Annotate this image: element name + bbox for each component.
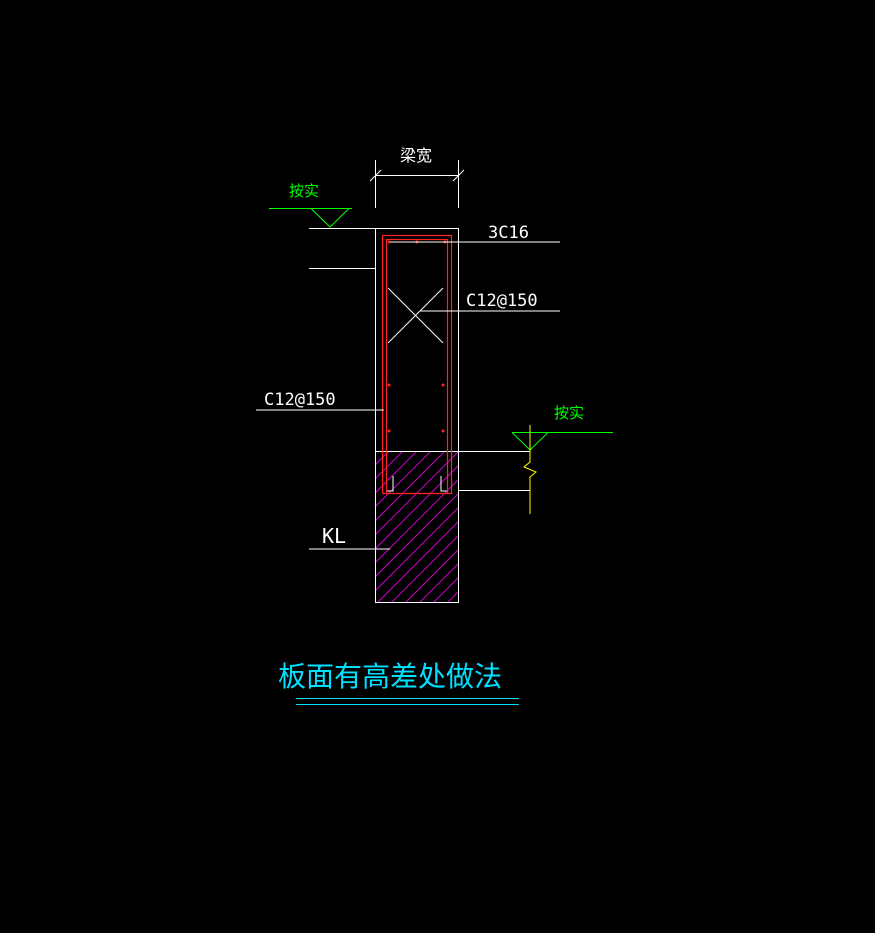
rebar-dots: [387, 240, 447, 433]
top-bars-label: 3C16: [488, 223, 529, 243]
beam-width-label: 梁宽: [400, 146, 432, 165]
hatch-line: [503, 451, 655, 603]
rebar-cage: [381, 234, 453, 495]
hatch-line: [418, 562, 459, 603]
hatch-line: [587, 451, 739, 603]
beam-width-dimension: [369, 160, 465, 208]
hatch-line: [375, 451, 404, 480]
elevation-marker-left: [269, 208, 352, 228]
hatch-line: [559, 451, 711, 603]
elevation-label-left: 按实: [289, 182, 319, 200]
stirrup-left-label: C12@150: [264, 390, 336, 410]
title-underline: [296, 698, 519, 705]
hatch-line: [375, 451, 418, 494]
hatch-line: [446, 590, 459, 603]
hatch-line: [375, 451, 459, 536]
hatch-line: [376, 520, 459, 603]
leader-lines: [256, 228, 560, 550]
hatch-line: [573, 451, 725, 603]
hatch-line: [223, 451, 375, 603]
hatch-line: [461, 451, 613, 603]
beam-tag-label: KL: [322, 524, 346, 548]
hatch-line: [375, 478, 459, 564]
beam-hatch: [223, 451, 753, 603]
hatch-line: [489, 451, 641, 603]
hatch-line: [404, 548, 459, 603]
hatch-line: [375, 451, 446, 522]
hatch-line: [375, 451, 432, 508]
hatch-line: [375, 451, 390, 466]
drawing-title: 板面有高差处做法: [278, 660, 502, 693]
hatch-line: [432, 576, 459, 603]
section-outline: [375, 228, 530, 603]
hatch-line: [375, 506, 459, 592]
elevation-marker-right: [511, 432, 613, 451]
hatch-line: [517, 451, 669, 603]
stirrup-right-label: C12@150: [466, 291, 538, 311]
hatch-line: [475, 451, 627, 603]
hatch-line: [545, 451, 697, 603]
hatch-line: [375, 492, 459, 578]
cross-mark: [387, 287, 444, 344]
hatch-line: [601, 451, 753, 603]
hatch-line: [531, 451, 683, 603]
hatch-line: [390, 534, 459, 603]
rebar-hooks: [387, 476, 447, 492]
break-line: [523, 425, 537, 514]
elevation-label-right: 按实: [554, 404, 584, 422]
